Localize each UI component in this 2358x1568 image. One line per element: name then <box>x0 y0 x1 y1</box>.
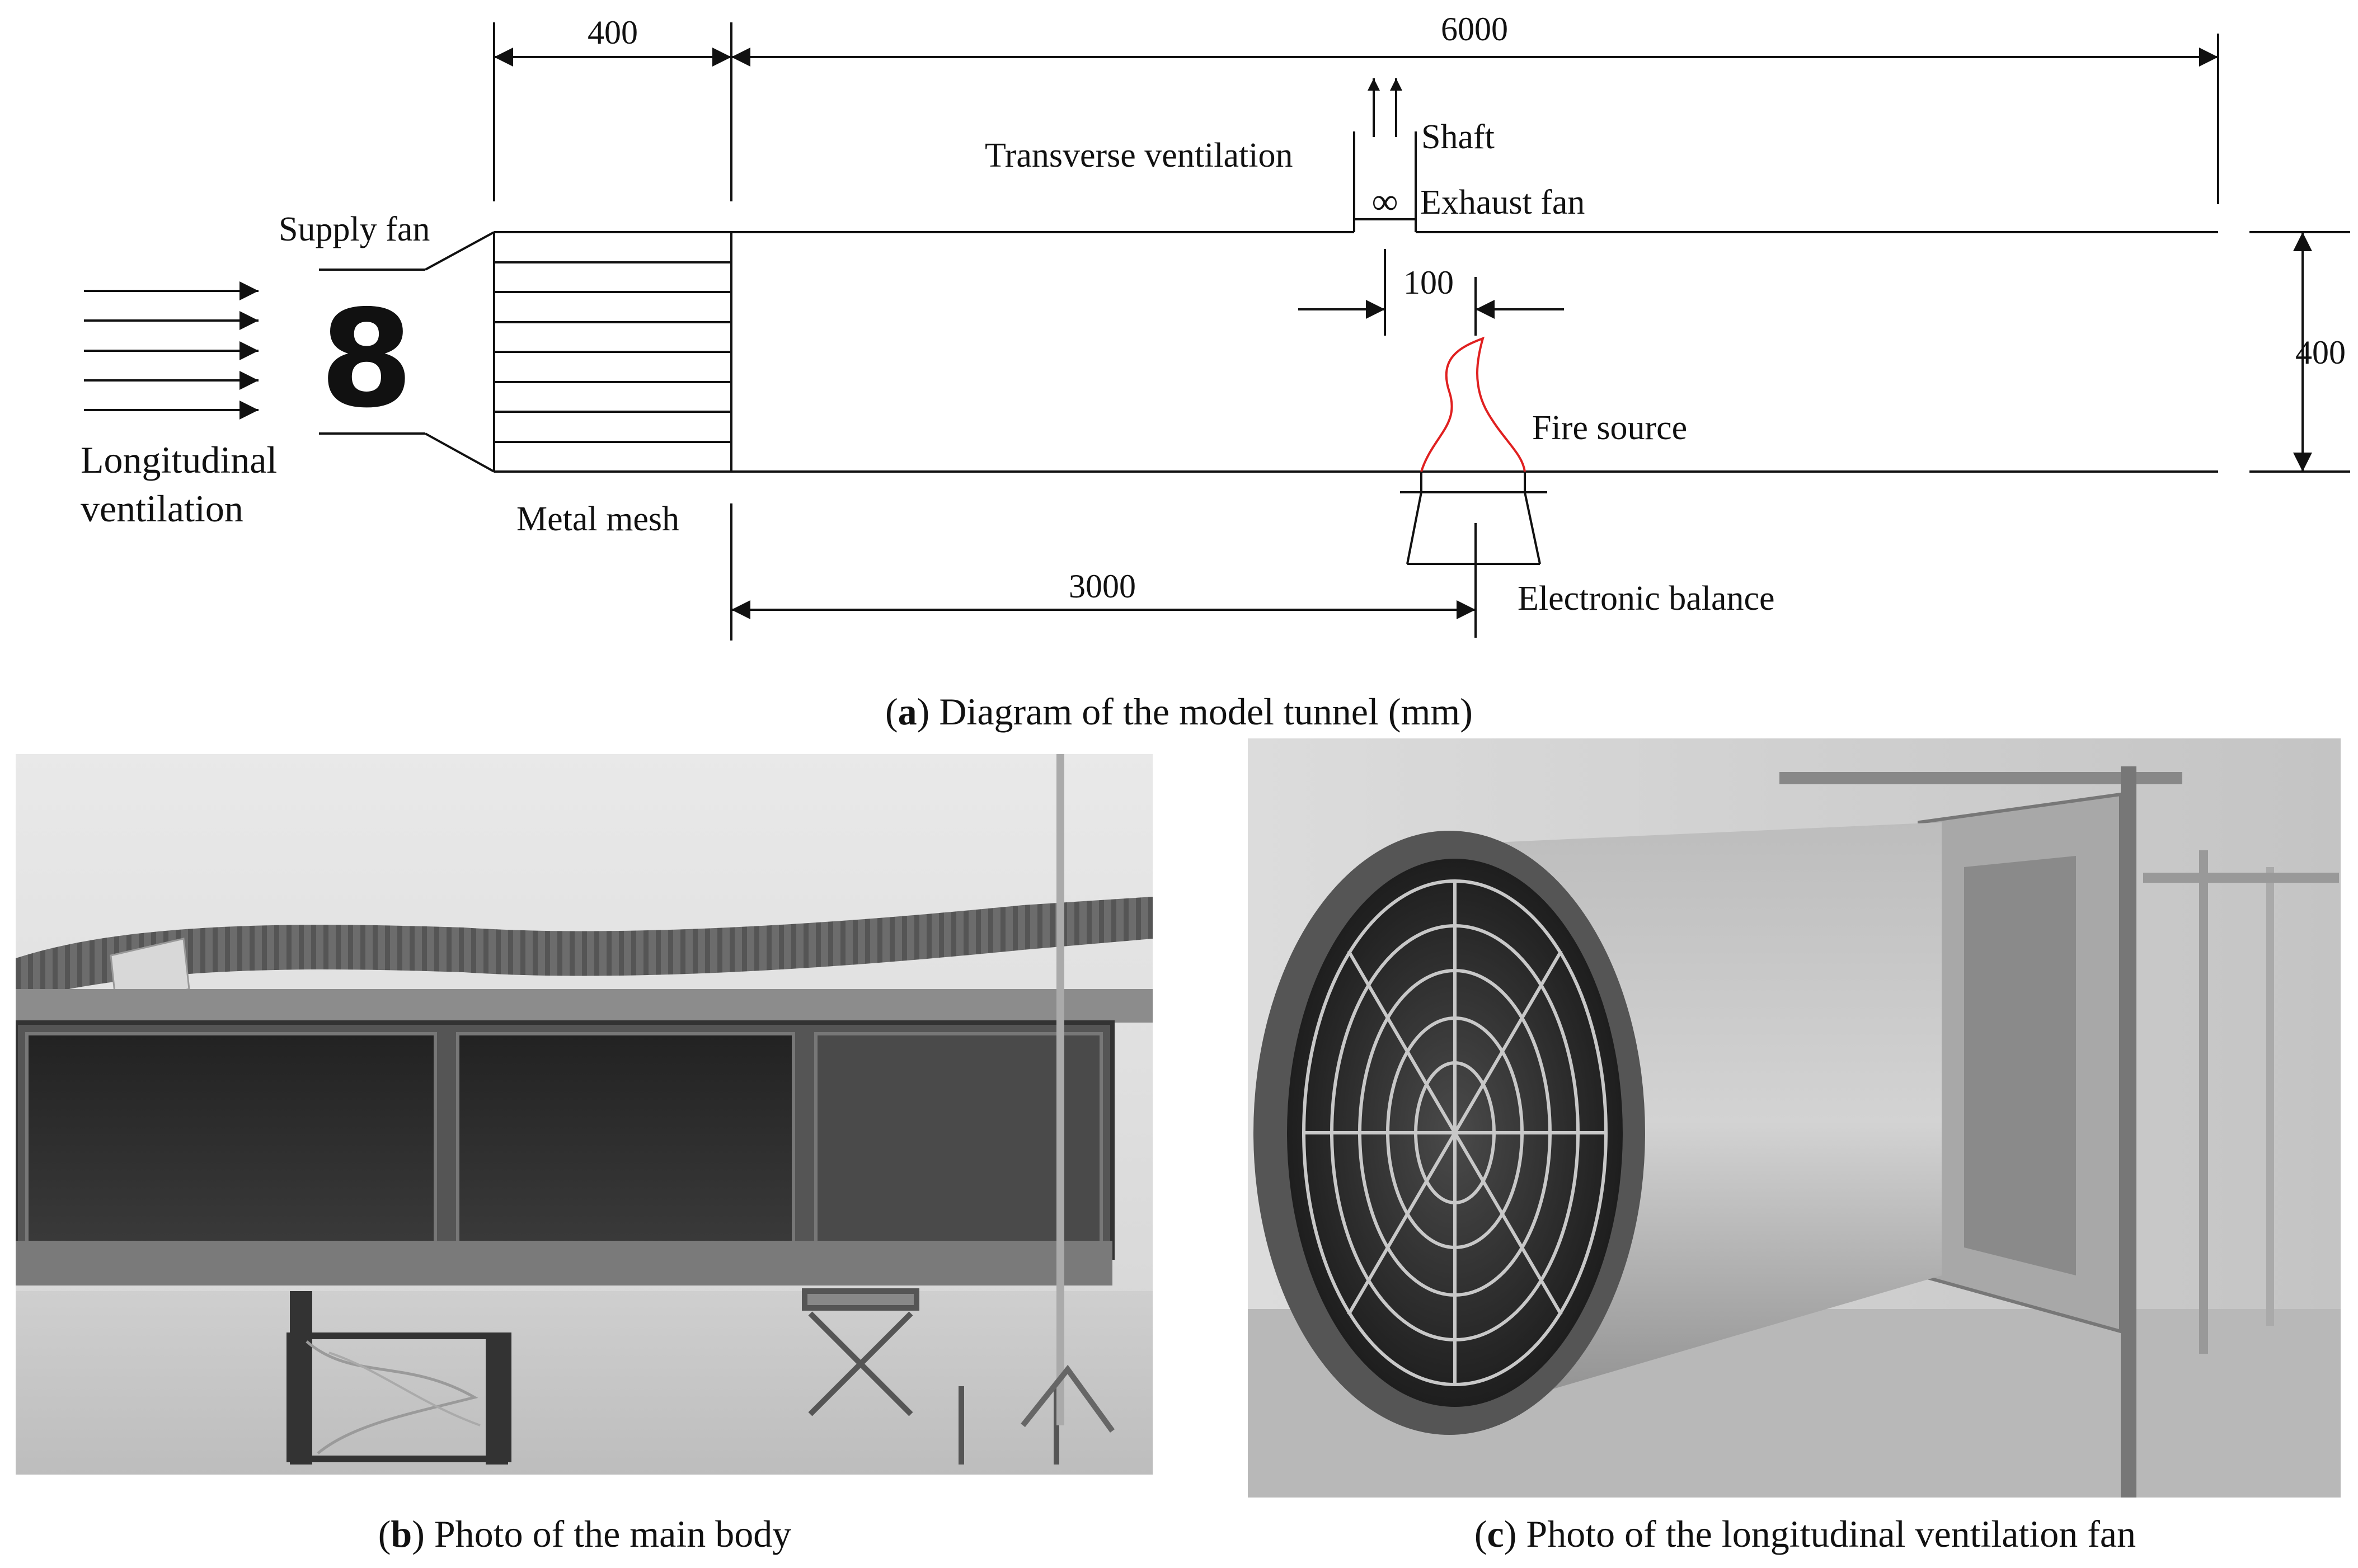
fan-guard-icon <box>1302 879 1608 1386</box>
flexible-duct <box>16 897 1153 1000</box>
metal-mesh <box>494 261 731 443</box>
supply-fan-icon: 8 <box>320 281 414 437</box>
caption-a: (a) Diagram of the model tunnel (mm) <box>885 690 1473 733</box>
caption-c-letter: c <box>1487 1513 1504 1555</box>
caption-b: (b) Photo of the main body <box>378 1513 792 1555</box>
caption-b-text: Photo of the main body <box>425 1513 791 1555</box>
exhaust-fan-icon: ∞ <box>1371 181 1398 222</box>
dim-3000-label: 3000 <box>1069 568 1136 605</box>
main-body-photo <box>16 754 1153 1475</box>
dim-6000-label: 6000 <box>1441 11 1508 48</box>
caption-b-letter: b <box>391 1513 412 1555</box>
metal-mesh-label: Metal mesh <box>516 500 679 538</box>
caption-a-letter: a <box>898 690 917 733</box>
longitudinal-fan-photo <box>1248 738 2341 1498</box>
supply-fan-label: Supply fan <box>279 210 430 248</box>
dim-400-right-label: 400 <box>2295 334 2346 371</box>
longitudinal-label-line2: ventilation <box>81 487 243 530</box>
transverse-ventilation-label: Transverse ventilation <box>985 136 1293 175</box>
dim-100-label: 100 <box>1403 264 1454 301</box>
balance-side-right <box>1524 492 1541 564</box>
caption-c: (c) Photo of the longitudinal ventilatio… <box>1474 1513 2136 1555</box>
supply-duct-flare-top <box>425 231 495 271</box>
dim-400-top-label: 400 <box>588 14 638 51</box>
longitudinal-flow-arrows <box>84 281 259 420</box>
supply-duct-flare-bottom <box>425 432 495 473</box>
longitudinal-label-line1: Longitudinal <box>81 439 277 481</box>
caption-c-text: Photo of the longitudinal ventilation fa… <box>1516 1513 2136 1555</box>
balance-side-left <box>1406 492 1422 564</box>
shaft-label: Shaft <box>1421 118 1495 156</box>
caption-a-text: Diagram of the model tunnel (mm) <box>929 690 1473 733</box>
fire-source-label: Fire source <box>1532 409 1687 447</box>
electronic-balance-label: Electronic balance <box>1518 580 1775 618</box>
fire-flame <box>1420 336 1526 472</box>
exhaust-fan-label: Exhaust fan <box>1420 183 1585 222</box>
